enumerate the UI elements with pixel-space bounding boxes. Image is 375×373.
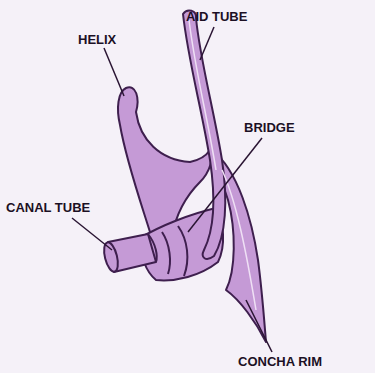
part-label: BRIDGE bbox=[244, 120, 295, 135]
leader-line bbox=[104, 48, 124, 96]
part-label: CANAL TUBE bbox=[6, 200, 90, 215]
canal-tube-end bbox=[102, 241, 121, 273]
leader-line bbox=[188, 138, 262, 232]
tube-highlight bbox=[189, 20, 216, 170]
part-label: HELIX bbox=[78, 32, 116, 47]
canal-ridge bbox=[178, 226, 187, 276]
part-label: AID TUBE bbox=[186, 9, 247, 24]
canal-ridge bbox=[148, 234, 157, 262]
canal-ridge bbox=[162, 232, 170, 274]
leader-line bbox=[200, 27, 214, 60]
aid-tube bbox=[183, 11, 225, 259]
leader-line bbox=[246, 300, 272, 352]
leader-line bbox=[72, 218, 112, 250]
rim-highlight bbox=[222, 170, 256, 310]
part-label: CONCHA RIM bbox=[238, 354, 322, 369]
